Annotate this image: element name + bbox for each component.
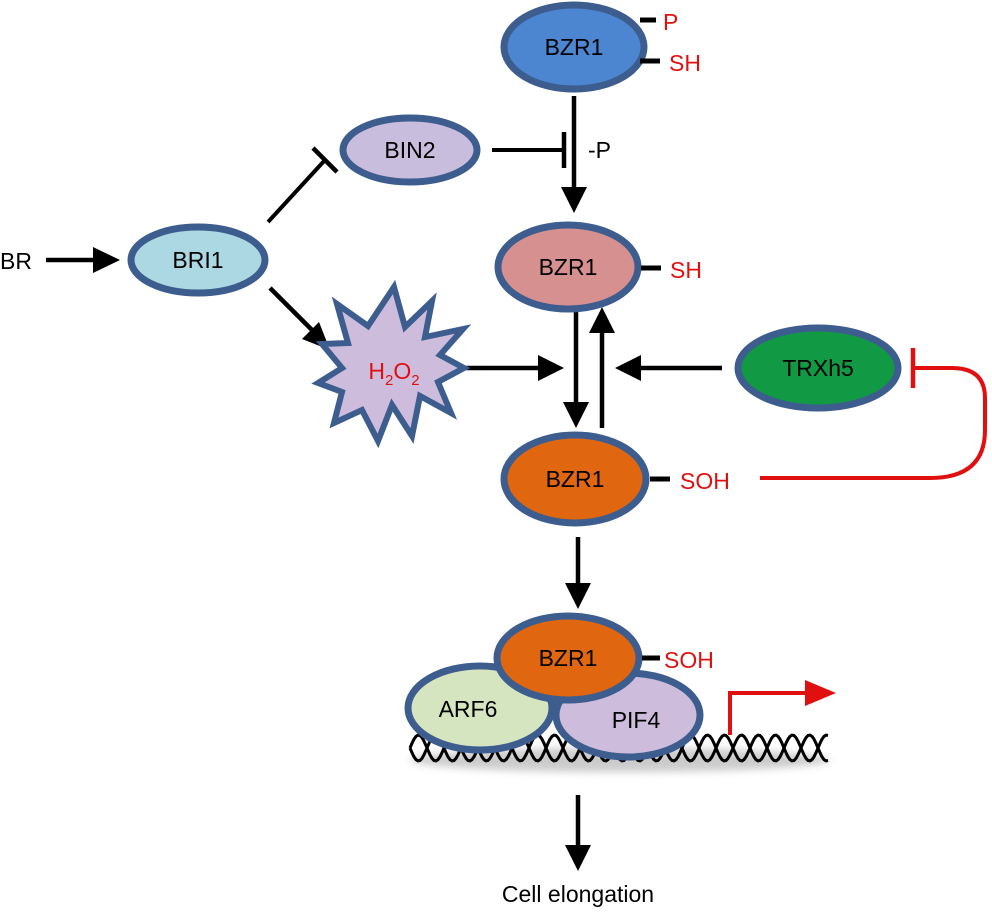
bri1-node: BRI1 [127, 223, 269, 297]
h2o2-to-bzr1-arrow [466, 355, 564, 381]
bzr1-oxidized-label: BZR1 [546, 466, 605, 492]
h2o2-starburst [311, 279, 472, 449]
oxidation-arrow-down [563, 312, 589, 428]
bin2-node: BIN2 [339, 114, 481, 186]
bin2-label: BIN2 [384, 137, 435, 163]
br-to-bri1-arrow [46, 247, 120, 273]
bzr1-to-complex-arrow [565, 537, 591, 609]
bzr1-complex-label: BZR1 [539, 645, 598, 671]
phospho-mod-label: P [663, 9, 678, 35]
bzr1-phosphorylated: BZR1 P SH [500, 1, 701, 93]
bzr1-complex-mod: SOH [664, 647, 714, 673]
bzr1-dephosphorylation-arrow [561, 96, 587, 213]
bzr1-complex-node [493, 612, 643, 704]
trxh5-node: TRXh5 [734, 324, 902, 412]
transcription-complex: ARF6 PIF4 BZR1 SOH [404, 612, 714, 761]
transcription-start-arrow [728, 680, 836, 735]
bzr1-top-label: BZR1 [545, 34, 604, 60]
bzr1-oxidized-mod: SOH [680, 468, 730, 494]
trxh5-label: TRXh5 [782, 355, 854, 381]
br-label: BR [0, 248, 32, 274]
bzr1-reduced-mod: SH [670, 257, 702, 283]
pif4-label: PIF4 [612, 707, 661, 733]
bri1-to-h2o2-arrow [268, 286, 330, 350]
h2o2-node: H2O2 [311, 279, 472, 449]
arf6-label: ARF6 [439, 696, 498, 722]
bri1-inhibits-bin2 [266, 146, 339, 224]
reduction-arrow-up [589, 307, 615, 428]
bzr1-reduced-label: BZR1 [539, 254, 598, 280]
complex-to-elongation-arrow [565, 795, 591, 871]
bin2-inhibits-bzr1 [492, 132, 567, 168]
thiol-mod-label: SH [669, 50, 701, 76]
h2o2-label: H2O2 [368, 358, 419, 389]
bzr1-reduced-node: BZR1 SH [494, 221, 702, 313]
soh-inhibits-trxh5 [760, 348, 987, 480]
bzr1-oxidized-node: BZR1 SOH [500, 431, 730, 527]
trxh5-to-bzr1-arrow [615, 355, 722, 381]
dephosphorylation-label: -P [588, 137, 611, 163]
cell-elongation-label: Cell elongation [502, 881, 654, 907]
bri1-label: BRI1 [172, 247, 223, 273]
